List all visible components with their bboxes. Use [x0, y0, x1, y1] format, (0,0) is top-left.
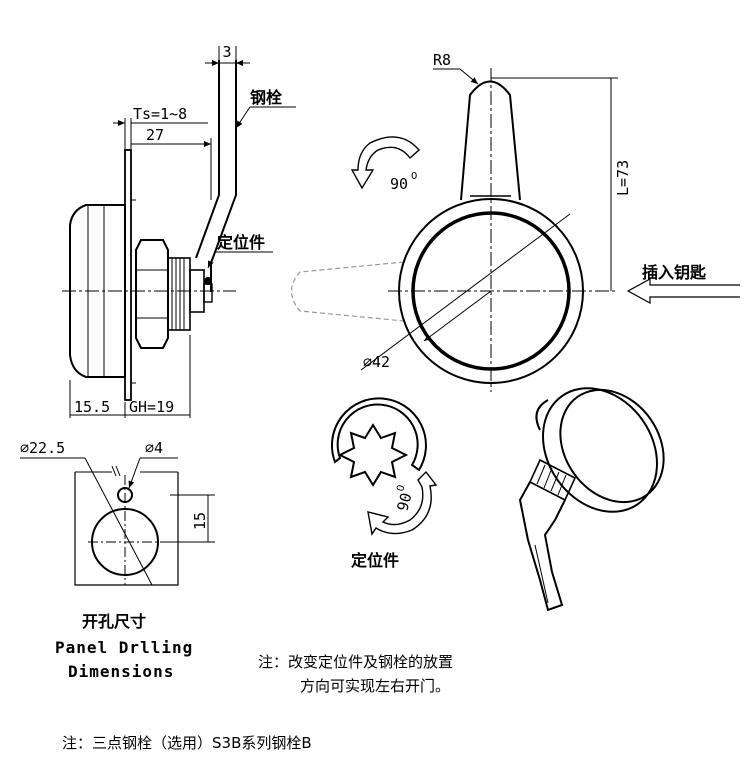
note-1-line-2: 方向可实现左右开门。	[300, 677, 450, 695]
dim-panel-thickness: Ts=1~8	[133, 105, 187, 123]
dim-r8: R8	[433, 51, 451, 69]
front-view	[290, 68, 740, 392]
steel-bolt	[195, 60, 237, 292]
dim-27: 27	[146, 126, 164, 144]
panel-plate	[124, 149, 132, 401]
stop-part-view	[330, 397, 438, 536]
dim-15: 15	[191, 512, 209, 530]
degree-sup-top: 0	[411, 171, 417, 182]
thread-shaft	[167, 257, 191, 331]
dim-l73: L=73	[614, 160, 632, 196]
label-bolt: 钢栓	[250, 88, 283, 107]
knob-3d-face	[542, 387, 658, 513]
label-insert-key: 插入钥匙	[642, 263, 707, 282]
dim-15-5: 15.5	[74, 398, 110, 416]
knob-body	[69, 204, 126, 378]
dim-dia42: ⌀42	[363, 353, 390, 371]
rotation-arrow-bottom	[367, 470, 438, 536]
note-1-line-1: 注：改变定位件及钢栓的放置	[258, 653, 453, 671]
label-stop-part-bottom: 定位件	[350, 551, 399, 570]
angle-90-bottom: 90	[393, 491, 415, 513]
drilling-view	[20, 457, 215, 586]
dim-bolt-thickness: 3	[222, 43, 231, 61]
dim-dia22-5: ⌀22.5	[20, 439, 65, 457]
perspective-view	[518, 387, 665, 612]
dim-dia4: ⌀4	[145, 439, 163, 457]
rotation-arrow-top	[350, 136, 420, 190]
stop-part-outline	[330, 397, 427, 472]
title-hole-en-1: Panel Drlling	[55, 638, 193, 657]
degree-sup-bottom: 0	[395, 484, 407, 493]
insert-key-arrow	[626, 277, 740, 305]
star-socket	[337, 423, 409, 487]
key-handle	[460, 80, 521, 201]
side-view-dimensions	[69, 46, 296, 418]
title-hole-en-2: Dimensions	[68, 662, 174, 681]
bolt-3d	[518, 481, 566, 612]
note-2: 注：三点钢栓（选用）S3B系列钢栓B	[62, 734, 312, 752]
label-stop-part-side: 定位件	[216, 233, 265, 252]
ghost-handle	[290, 261, 405, 322]
dim-gh: GH=19	[129, 398, 174, 416]
hex-nut	[135, 239, 169, 349]
angle-90-top: 90	[390, 175, 408, 193]
title-hole-cn: 开孔尺寸	[82, 612, 146, 631]
